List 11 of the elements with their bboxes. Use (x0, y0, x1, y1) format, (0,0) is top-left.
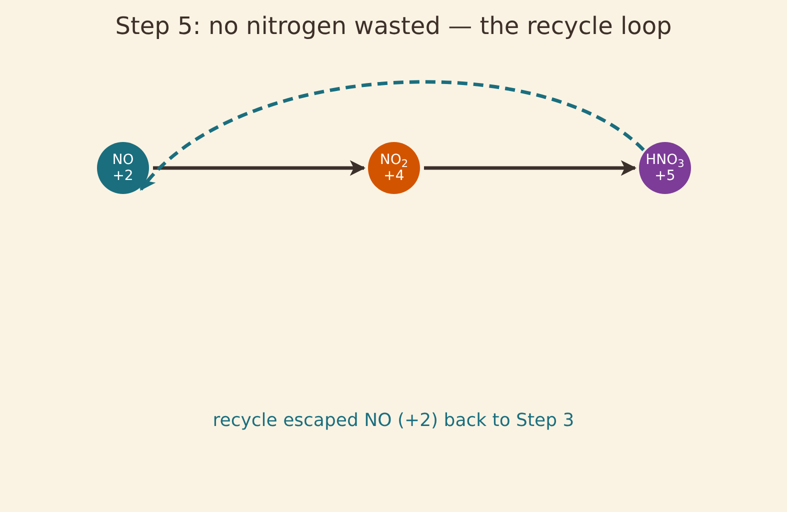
oxidation-state-text: +4 (384, 168, 404, 184)
arrow (424, 160, 637, 176)
note-text: recycle escaped NO (+2) back to Step 3 (212, 409, 576, 433)
formula-text: NO (112, 152, 134, 168)
dashed-arrow (140, 80, 645, 191)
oxidation-state-text: +2 (112, 168, 134, 184)
title: Step 5: no nitrogen wasted — the recycle loop (115, 11, 672, 42)
formula-text: NO$_{2}$ (380, 152, 408, 168)
formula-text: HNO$_{3}$ (646, 152, 684, 168)
oxidation-state-text: +5 (654, 168, 676, 184)
arrow (153, 160, 366, 176)
